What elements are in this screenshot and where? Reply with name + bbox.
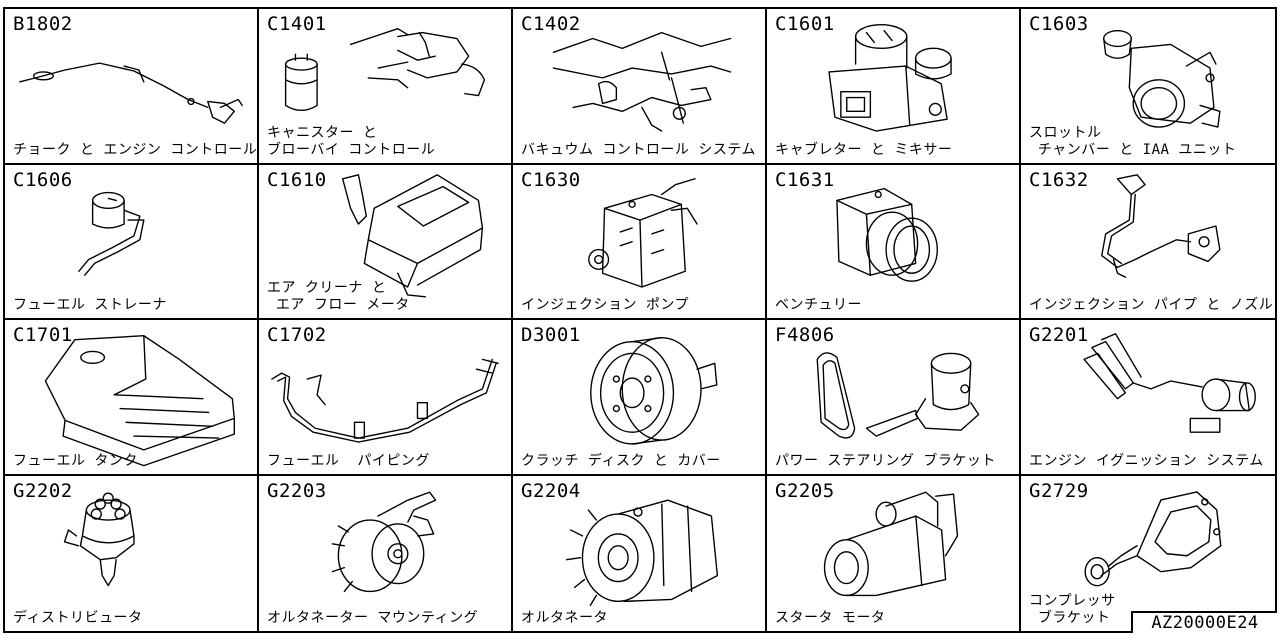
part-code: C1606 — [13, 168, 73, 191]
part-code: C1701 — [13, 324, 73, 346]
part-label: コンプレッサ ブラケット — [1029, 593, 1116, 626]
injection-pipe-icon — [1101, 173, 1221, 278]
throttle-chamber-icon — [1103, 29, 1221, 128]
part-label: フューエル ストレーナ — [13, 297, 167, 313]
part-code: C1632 — [1029, 168, 1089, 191]
part-label: フューエル パイピング — [267, 452, 430, 469]
part-code: C1402 — [521, 13, 581, 35]
parts-catalog-grid: B1802 チョーク と エンジン コントロール C1401 キャニスター と … — [3, 7, 1277, 633]
part-code: G2201 — [1029, 324, 1089, 346]
carburetor-icon — [828, 24, 952, 132]
diagram-id: AZ20000E24 — [1131, 611, 1277, 633]
clutch-disc-icon — [590, 337, 718, 445]
part-code: C1702 — [267, 324, 327, 346]
distributor-icon — [63, 492, 135, 586]
part-label: オルタネーター マウンティング — [267, 610, 479, 626]
part-code: D3001 — [521, 324, 581, 346]
part-cell-c1701[interactable]: C1701 フューエル タンク — [5, 320, 259, 476]
part-code: G2203 — [267, 479, 327, 502]
part-code: G2202 — [13, 479, 73, 502]
part-code: G2205 — [775, 479, 835, 502]
part-label: フューエル タンク — [13, 452, 138, 469]
vacuum-hoses-icon — [552, 31, 732, 132]
part-code: G2729 — [1029, 479, 1089, 502]
part-cell-b1802[interactable]: B1802 チョーク と エンジン コントロール — [5, 9, 259, 165]
part-cell-c1401[interactable]: C1401 キャニスター と ブローバイ コントロール — [259, 9, 513, 165]
part-code: C1630 — [521, 168, 581, 191]
canister-icon — [284, 27, 486, 112]
part-label: チョーク と エンジン コントロール — [13, 141, 258, 158]
part-label: キャブレター と ミキサー — [775, 141, 953, 158]
part-code: F4806 — [775, 324, 835, 346]
fuel-strainer-icon — [78, 191, 145, 276]
part-cell-c1631[interactable]: C1631 ベンチュリー — [767, 164, 1021, 320]
part-cell-c1606[interactable]: C1606 フューエル ストレーナ — [5, 164, 259, 320]
part-cell-g2202[interactable]: G2202 ディストリビュータ — [5, 475, 259, 631]
part-label: ベンチュリー — [775, 297, 862, 313]
injection-pump-icon — [588, 177, 698, 288]
part-cell-c1402[interactable]: C1402 バキュウム コントロール システム — [513, 9, 767, 165]
alternator-mounting-icon — [331, 491, 437, 592]
alternator-icon — [565, 498, 719, 606]
part-label: エンジン イグニッション システム — [1029, 452, 1264, 469]
part-cell-g2201[interactable]: G2201 エンジン イグニッション システム — [1021, 320, 1275, 476]
compressor-bracket-icon — [1084, 490, 1222, 586]
part-cell-c1601[interactable]: C1601 キャブレター と ミキサー — [767, 9, 1021, 165]
air-cleaner-icon — [342, 173, 484, 298]
part-cell-f4806[interactable]: F4806 パワー ステアリング ブラケット — [767, 320, 1021, 476]
part-label: バキュウム コントロール システム — [521, 141, 756, 158]
part-cell-g2205[interactable]: G2205 スタータ モータ — [767, 475, 1021, 631]
part-label: スタータ モータ — [775, 610, 886, 626]
part-label: ディストリビュータ — [13, 610, 143, 626]
part-label: エア クリーナ と エア フロー メータ — [267, 280, 410, 313]
part-cell-c1702[interactable]: C1702 フューエル パイピング — [259, 320, 513, 476]
part-code: G2204 — [521, 479, 581, 502]
part-cell-d3001[interactable]: D3001 クラッチ ディスク と カバー — [513, 320, 767, 476]
starter-motor-icon — [823, 491, 959, 596]
power-steering-bracket-icon — [816, 352, 980, 439]
part-label: キャニスター と ブローバイ コントロール — [267, 124, 436, 158]
part-cell-c1610[interactable]: C1610 エア クリーナ と エア フロー メータ — [259, 164, 513, 320]
part-cell-c1630[interactable]: C1630 インジェクション ポンプ — [513, 164, 767, 320]
part-label: パワー ステアリング ブラケット — [775, 452, 996, 469]
part-label: インジェクション パイプ と ノズル — [1029, 297, 1274, 313]
part-cell-g2729[interactable]: G2729 コンプレッサ ブラケット — [1021, 476, 1275, 632]
part-cell-c1632[interactable]: C1632 インジェクション パイプ と ノズル — [1021, 165, 1275, 320]
ignition-system-icon — [1083, 333, 1256, 433]
part-label: クラッチ ディスク と カバー — [521, 452, 721, 469]
part-code: B1802 — [13, 13, 73, 35]
part-label: スロットル チャンバー と IAA ユニット — [1029, 124, 1237, 158]
choke-cable-icon — [19, 62, 243, 124]
part-label: オルタネータ — [521, 610, 608, 626]
part-code: C1631 — [775, 168, 835, 191]
part-cell-c1603[interactable]: C1603 スロットル チャンバー と IAA ユニット — [1021, 9, 1275, 165]
fuel-piping-icon — [271, 358, 499, 443]
venturi-icon — [836, 187, 938, 282]
fuel-tank-icon — [44, 335, 236, 467]
part-code: C1603 — [1029, 13, 1089, 35]
part-cell-g2203[interactable]: G2203 オルタネーター マウンティング — [259, 475, 513, 631]
part-code: C1601 — [775, 13, 835, 35]
part-label: インジェクション ポンプ — [521, 297, 690, 313]
part-cell-g2204[interactable]: G2204 オルタネータ — [513, 475, 767, 631]
part-code: C1610 — [267, 168, 327, 191]
part-code: C1401 — [267, 13, 327, 35]
